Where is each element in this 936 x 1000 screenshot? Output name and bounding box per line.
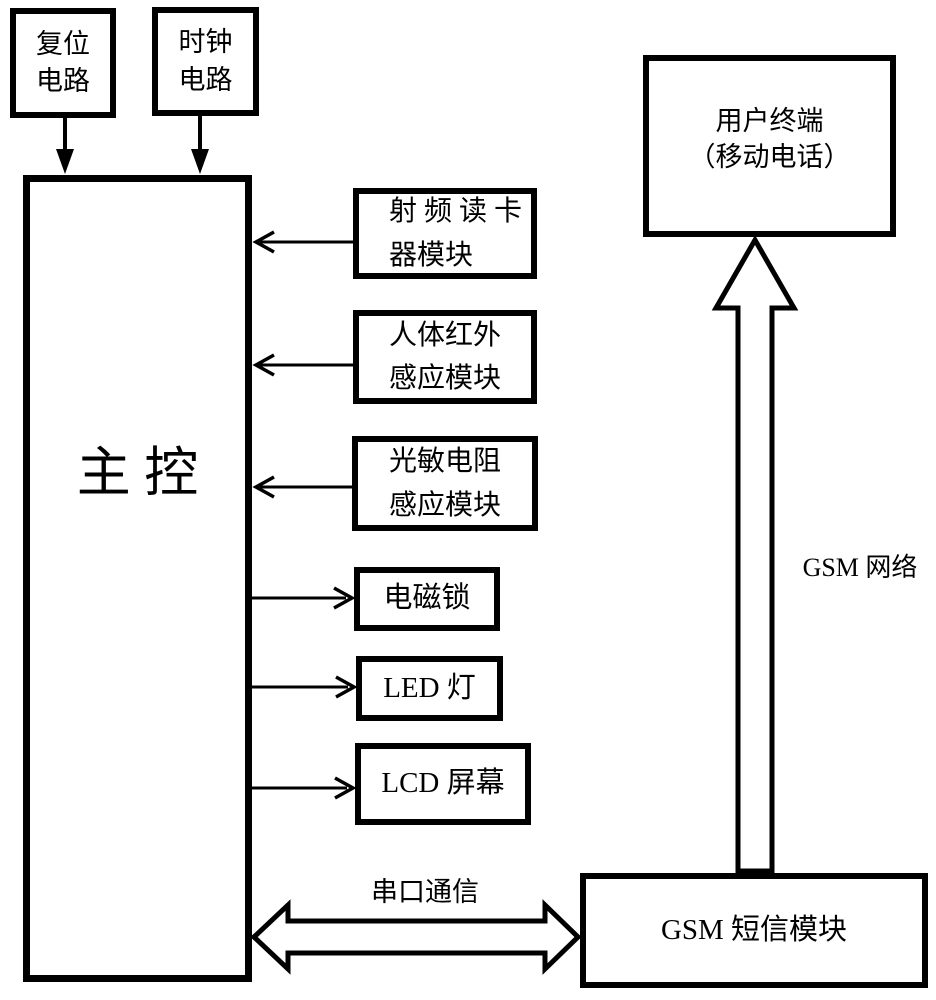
clock-to-main-arrow — [191, 115, 209, 174]
node-user-terminal: 用户终端 （移动电话） — [643, 55, 896, 237]
node-pir-sensor-module: 人体红外 感应模块 — [353, 310, 537, 404]
gsm-network-label: GSM 网络 — [802, 553, 918, 582]
node-main-controller: 主 控 — [23, 175, 252, 982]
node-clock-circuit: 时钟 电路 — [152, 7, 259, 116]
pir-to-main-arrow — [252, 353, 353, 377]
node-electromagnetic-lock: 电磁锁 — [354, 567, 500, 631]
node-photoresistor-module: 光敏电阻 感应模块 — [352, 436, 538, 531]
main-to-lcd-arrow — [252, 776, 357, 800]
node-reset-circuit: 复位 电路 — [10, 8, 116, 118]
node-rfid-reader-module: 射 频 读 卡 器模块 — [353, 188, 537, 279]
node-led-light: LED 灯 — [356, 656, 503, 721]
reset-to-main-arrow — [56, 117, 74, 174]
node-gsm-sms-module: GSM 短信模块 — [580, 873, 928, 988]
node-lcd-screen: LCD 屏幕 — [355, 743, 531, 825]
ldr-to-main-arrow — [252, 475, 352, 499]
main-to-lock-arrow — [252, 586, 356, 610]
serial-double-arrow — [250, 899, 582, 975]
rfid-to-main-arrow — [252, 230, 353, 254]
serial-communication-label: 串口通信 — [371, 877, 479, 907]
main-to-led-arrow — [252, 675, 358, 699]
